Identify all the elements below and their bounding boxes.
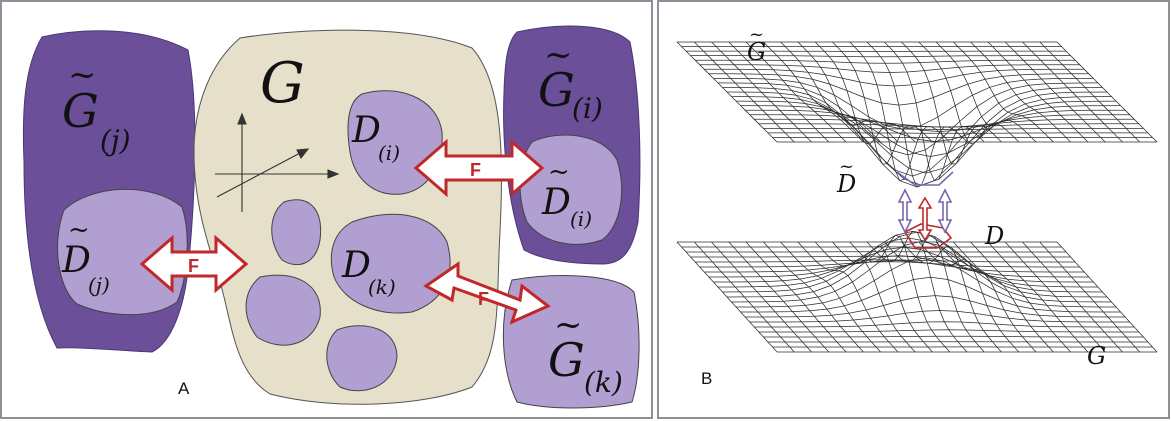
label-g-tilde-tilde: ~ [749, 24, 764, 45]
mesh-line [704, 68, 1085, 87]
mesh-line [695, 259, 1076, 263]
mesh-line [690, 55, 1071, 58]
upper-sheet-mesh [676, 41, 1158, 188]
mesh-line [722, 231, 1103, 293]
mesh-line [758, 329, 1139, 333]
region-d-k [330, 213, 451, 314]
mesh-line [713, 78, 1094, 130]
mesh-line [726, 231, 1108, 298]
axes-icon [215, 112, 340, 212]
mesh-line [740, 105, 1121, 157]
small-region-2 [245, 274, 321, 346]
purple-double-arrows [897, 188, 953, 234]
mesh-line [708, 255, 1089, 278]
arrow-f-i-label: F [470, 160, 481, 180]
mesh-line [717, 82, 1098, 156]
arrow-f-i [413, 138, 545, 198]
mesh-line [866, 41, 968, 188]
mesh-line [699, 261, 1080, 268]
mesh-line [690, 255, 1071, 258]
label-d-tilde-j-tilde: ~ [68, 215, 90, 245]
small-region-3 [326, 325, 398, 392]
label-g-tilde-k-base: G [548, 333, 585, 387]
mesh-line [699, 64, 1080, 73]
label-g-tilde-i-tilde: ~ [544, 35, 573, 75]
mesh-line [763, 335, 1144, 338]
label-g-tilde-j-tilde: ~ [68, 55, 97, 95]
red-double-arrow [917, 196, 933, 242]
label-d-i-sub: (i) [378, 141, 400, 165]
region-d-tilde-j [57, 188, 188, 316]
mesh-line [731, 241, 1112, 303]
small-region-1 [271, 199, 322, 265]
panel-b-diagram: ~ G ~ D D G B [676, 24, 1158, 388]
label-d-k-sub: (k) [368, 275, 396, 299]
d-hexagon-outline [903, 223, 953, 249]
label-d-tilde-i-tilde: ~ [548, 157, 570, 187]
label-g-tilde-k-sub: (k) [584, 366, 623, 399]
label-d: D [984, 222, 1004, 250]
mesh-line [740, 276, 1121, 313]
mesh-line [713, 246, 1094, 283]
label-g-tilde-k-tilde: ~ [554, 305, 583, 345]
label-d-k-base: D [341, 245, 371, 286]
label-d-tilde-i-base: D [541, 182, 571, 223]
label-d-tilde-i-sub: (i) [570, 207, 592, 231]
mesh-line [736, 257, 1117, 308]
label-d-tilde-j-base: D [61, 240, 91, 281]
label-d-tilde-base: D [836, 170, 856, 198]
arrow-f-j-label: F [188, 256, 199, 276]
arrow-f-k [423, 261, 551, 325]
mesh-line [736, 100, 1117, 174]
label-g-tilde-base: G [747, 38, 766, 66]
mesh-line [695, 59, 1076, 64]
mesh-line [745, 295, 1126, 318]
label-g-tilde-j-sub: (j) [100, 124, 131, 157]
arrow-f-j [139, 234, 249, 294]
mesh-line [745, 109, 1126, 142]
mesh-line [754, 321, 1135, 328]
panel-b: ~ G ~ D D G B [657, 0, 1170, 419]
panel-a-diagram: F F F ~ G (j) G D (i) D (k) ~ D (j) ~ G … [22, 25, 641, 409]
mesh-line [884, 234, 985, 353]
label-g-tilde-i-base: G [538, 63, 575, 117]
d-tilde-outline [896, 171, 954, 186]
mesh-line [708, 73, 1089, 106]
panel-b-letter: B [701, 369, 712, 388]
mesh-line [754, 118, 1135, 128]
label-d-tilde-tilde: ~ [839, 156, 854, 177]
label-g-tilde-i-sub: (i) [572, 92, 603, 125]
label-d-tilde-j-sub: (j) [88, 273, 110, 297]
mesh-line [722, 87, 1103, 177]
lower-sheet-mesh [676, 230, 1158, 353]
mesh-line [758, 123, 1139, 128]
mesh-line [704, 260, 1085, 273]
label-g: G [260, 51, 305, 116]
label-g: G [1087, 342, 1106, 370]
arrow-f-k-label: F [478, 289, 489, 309]
panel-a-letter: A [178, 379, 190, 398]
mesh-line [749, 310, 1130, 323]
region-d-tilde-i [519, 134, 623, 245]
label-d-i-base: D [351, 110, 381, 151]
mesh-line [763, 128, 1144, 130]
panel-a: F F F ~ G (j) G D (i) D (k) ~ D (j) ~ G … [0, 0, 653, 419]
mesh-line [726, 91, 1108, 188]
label-g-tilde-j-base: G [62, 84, 99, 138]
mesh-line [749, 114, 1130, 132]
